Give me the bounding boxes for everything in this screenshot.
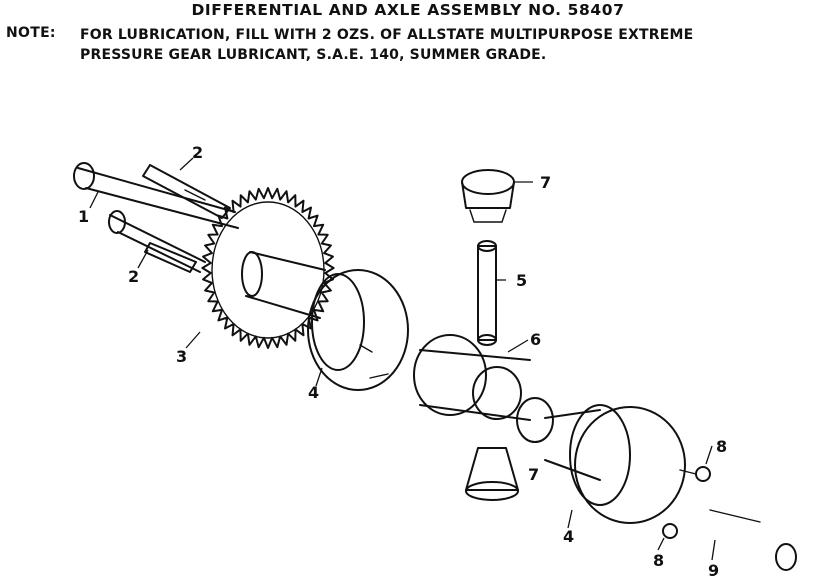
callout-2-upper: 2 [192,143,203,162]
axle-end-part-9 [709,509,797,571]
pinion-gear-part-7-lower [465,447,519,501]
callout-5: 5 [516,271,527,290]
callout-4-right: 4 [563,527,574,546]
diagram-title: DIFFERENTIAL AND AXLE ASSEMBLY NO. 58407 [191,1,625,19]
key-part-2-upper [142,164,231,219]
callout-8-lower: 8 [653,551,664,570]
key-part-2-lower [144,242,197,273]
pinion-gear-part-7-upper [461,169,515,223]
callout-6: 6 [530,330,541,349]
differential-case-part-4-left [241,251,409,391]
callout-9: 9 [708,561,719,580]
note-label: NOTE: [6,25,56,41]
callout-4-left: 4 [308,383,319,402]
callout-3: 3 [176,347,187,366]
bolt-part-8-upper [679,466,711,482]
callout-2-lower: 2 [128,267,139,286]
differential-case-part-4-right [516,397,686,524]
callout-8-upper: 8 [716,437,727,456]
callout-7-upper: 7 [540,173,551,192]
pinion-shaft-part-5 [477,240,497,346]
callout-7-lower: 7 [528,465,539,484]
note-line-2: PRESSURE GEAR LUBRICANT, S.A.E. 140, SUM… [80,47,547,63]
callout-1: 1 [78,207,89,226]
leader-lines [89,157,716,561]
note-text: FOR LUBRICATION, FILL WITH 2 OZS. OF ALL… [80,25,810,65]
axle-shaft-part-1 [73,162,239,273]
bolt-part-8-lower [662,523,678,539]
side-gear-part-6 [413,334,531,421]
note-line-1: FOR LUBRICATION, FILL WITH 2 OZS. OF ALL… [80,27,694,43]
